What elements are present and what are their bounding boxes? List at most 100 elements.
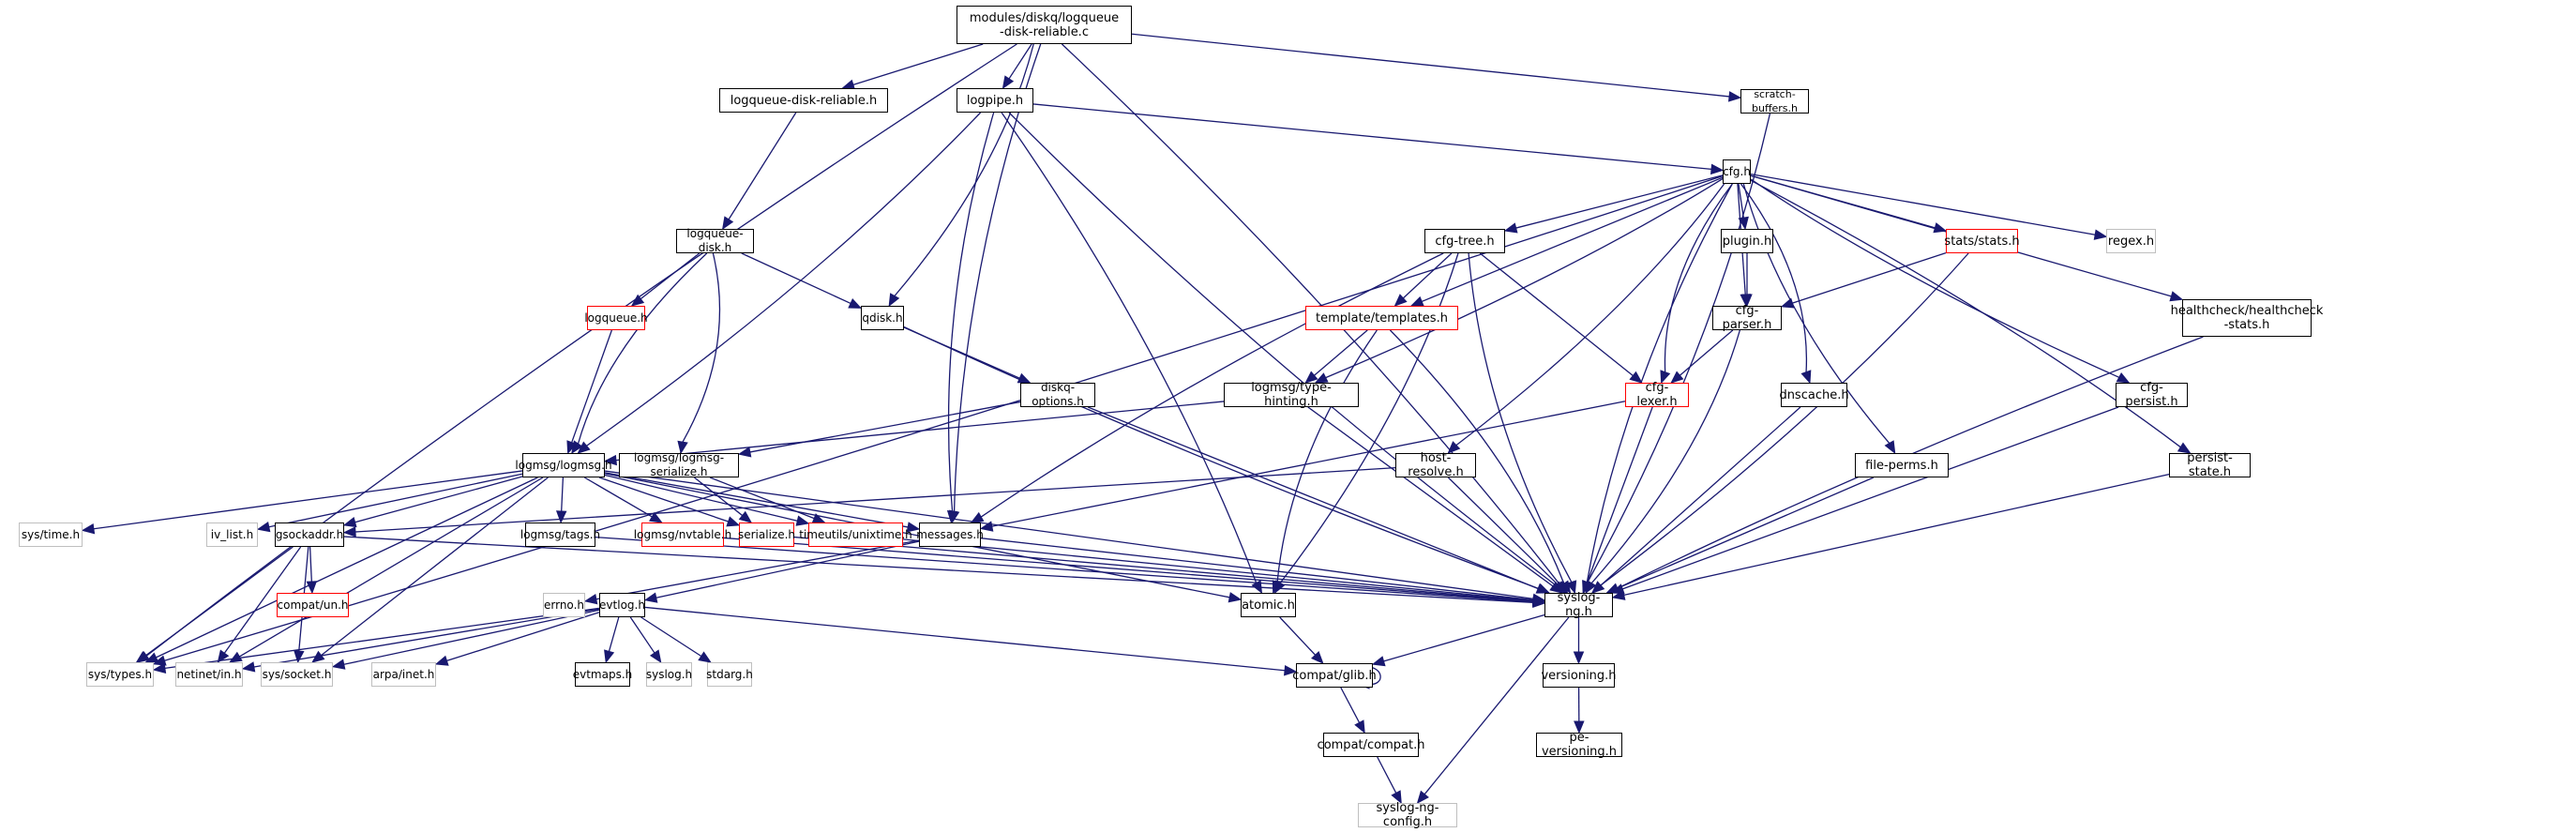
node-compat-glib-h[interactable]: compat/glib.h bbox=[1292, 663, 1377, 688]
edge-cfglexer-to-messages bbox=[979, 401, 1626, 532]
node-healthcheck-stats-h[interactable]: healthcheck/healthcheck -stats.h bbox=[2171, 299, 2323, 337]
arrowhead bbox=[604, 649, 615, 664]
node-template-templates-h[interactable]: template/templates.h bbox=[1305, 306, 1458, 330]
arrowhead bbox=[1304, 371, 1318, 384]
edge-logpipe-to-cfg bbox=[1032, 103, 1725, 175]
node-cfg-persist-h[interactable]: cfg-persist.h bbox=[2116, 381, 2188, 409]
edge-templates-to-typehint bbox=[1304, 329, 1368, 384]
edge-evtlog-to-systypes bbox=[152, 607, 600, 674]
node-logmsg-logmsg-h[interactable]: logmsg/logmsg.h bbox=[515, 453, 612, 477]
edge-logmsg-to-gsock bbox=[342, 476, 523, 528]
node-logpipe-h[interactable]: logpipe.h bbox=[957, 88, 1033, 113]
arrowhead bbox=[306, 581, 318, 595]
edge-cfg-to-plugin bbox=[1738, 183, 1749, 231]
edge-cfg-to-regex bbox=[1750, 173, 2108, 240]
edge-persist-to-syslogng bbox=[1611, 473, 2170, 600]
edge-root-to-messages bbox=[949, 43, 1042, 524]
edge-root-to-systypes bbox=[136, 43, 1017, 663]
node-evtlog-h[interactable]: evtlog.h bbox=[599, 593, 645, 617]
edge-logpipe-to-logmsg bbox=[577, 112, 982, 454]
node-syslog-ng-config-h: syslog-ng-config.h bbox=[1358, 801, 1457, 829]
node-compat-un-h[interactable]: compat/un.h bbox=[277, 593, 349, 617]
node-compat-compat-h[interactable]: compat/compat.h bbox=[1318, 733, 1424, 757]
edge-lqd-to-qdisk bbox=[741, 252, 863, 309]
arrowhead bbox=[630, 294, 645, 307]
edge-logmsg-to-atomic bbox=[604, 473, 1243, 603]
node-host-resolve-h[interactable]: host-resolve.h bbox=[1395, 451, 1476, 479]
node-persist-state-h[interactable]: persist-state.h bbox=[2169, 451, 2251, 479]
edge-root-to-lqdr bbox=[841, 43, 984, 90]
node-versioning-h[interactable]: versioning.h bbox=[1541, 663, 1617, 688]
arrowhead bbox=[1660, 370, 1671, 385]
arrowhead bbox=[241, 661, 256, 673]
arrowhead bbox=[1371, 656, 1386, 667]
edge-evtlog-to-arpainet bbox=[434, 612, 600, 666]
arrowhead bbox=[256, 522, 271, 533]
edge-logmsg-to-nvtable bbox=[583, 477, 663, 523]
edge-gsock-to-syslogng bbox=[343, 536, 1546, 609]
edge-fileperms-to-syslogng bbox=[1605, 477, 1875, 594]
edge-lqdr-to-lqd bbox=[721, 112, 797, 231]
arrowhead bbox=[1670, 371, 1684, 384]
node-cfg-lexer-h[interactable]: cfg-lexer.h bbox=[1625, 381, 1689, 409]
arrowhead bbox=[1391, 790, 1402, 805]
arrowhead bbox=[342, 517, 357, 528]
node-cfg-h[interactable]: cfg.h bbox=[1723, 159, 1751, 184]
node-sys-types-h: sys/types.h bbox=[86, 662, 154, 687]
node-logmsg-type-hinting-h[interactable]: logmsg/type-hinting.h bbox=[1224, 381, 1359, 409]
edge-root-to-scratch bbox=[1131, 33, 1742, 102]
node-logqueue-disk-h[interactable]: logqueue-disk.h bbox=[676, 227, 754, 254]
node-scratch-buffers-h[interactable]: scratch-buffers.h bbox=[1740, 88, 1809, 114]
edge-glib-to-compat bbox=[1340, 687, 1365, 735]
arrowhead bbox=[566, 440, 578, 455]
node-logmsg-nvtable-h[interactable]: logmsg/nvtable.h bbox=[634, 523, 731, 547]
edge-lqd-to-logqueue bbox=[630, 252, 700, 307]
node-messages-h[interactable]: messages.h bbox=[916, 523, 984, 547]
node-diskq-options-h[interactable]: diskq-options.h bbox=[1020, 381, 1095, 408]
edge-gsock-to-netinet bbox=[217, 546, 302, 664]
arrowhead bbox=[1738, 216, 1749, 231]
edge-cfg-to-typehint bbox=[1314, 177, 1724, 384]
node-cfg-parser-h[interactable]: cfg-parser.h bbox=[1712, 304, 1782, 332]
edge-cfg-to-hostres bbox=[1447, 183, 1725, 454]
node-qdisk-h[interactable]: qdisk.h bbox=[861, 306, 904, 330]
edge-logmsg-to-ivlist bbox=[256, 473, 523, 533]
node-pe-versioning-h[interactable]: pe-versioning.h bbox=[1536, 731, 1622, 759]
arrowhead bbox=[1573, 651, 1585, 665]
edge-cfg-to-dnscache bbox=[1740, 183, 1812, 385]
edge-lqd-to-lmserial bbox=[677, 252, 721, 455]
node-gsockaddr-h[interactable]: gsockaddr.h bbox=[275, 523, 344, 547]
node-evtmaps-h[interactable]: evtmaps.h bbox=[573, 662, 632, 687]
arrowhead bbox=[1566, 580, 1577, 595]
node-atomic-h[interactable]: atomic.h bbox=[1241, 593, 1296, 617]
arrowhead bbox=[643, 592, 658, 603]
node-dnscache-h[interactable]: dnscache.h bbox=[1779, 383, 1849, 407]
arrowhead bbox=[152, 655, 167, 666]
node-cfg-tree-h[interactable]: cfg-tree.h bbox=[1424, 229, 1505, 253]
node-iv-list-h: iv_list.h bbox=[206, 523, 258, 547]
arrowhead bbox=[1800, 370, 1812, 385]
node-errno-h: errno.h bbox=[543, 593, 585, 617]
edge-logpipe-to-atomic bbox=[1001, 112, 1263, 595]
arrowhead bbox=[906, 522, 921, 533]
node-logmsg-tags-h[interactable]: logmsg/tags.h bbox=[520, 523, 600, 547]
arrowhead bbox=[1314, 372, 1329, 384]
node-logqueue-h[interactable]: logqueue.h bbox=[584, 306, 648, 330]
node-syslog-ng-h[interactable]: syslog-ng.h bbox=[1544, 591, 1613, 619]
node-logmsg-serialize-h[interactable]: logmsg/logmsg-serialize.h bbox=[619, 451, 739, 478]
node-timeutils-unixtime-h[interactable]: timeutils/unixtime.h bbox=[799, 523, 912, 547]
node-stats-stats-h[interactable]: stats/stats.h bbox=[1944, 229, 2020, 253]
node-regex-h: regex.h bbox=[2106, 229, 2156, 253]
node-serialize-h[interactable]: serialize.h bbox=[738, 523, 795, 547]
arrowhead bbox=[1727, 91, 1742, 102]
edge-gsock-to-compatun bbox=[306, 546, 318, 595]
edge-root-to-logpipe bbox=[1002, 43, 1032, 90]
node-file-perms-h[interactable]: file-perms.h bbox=[1855, 453, 1949, 477]
arrowhead bbox=[555, 510, 567, 524]
node-plugin-h[interactable]: plugin.h bbox=[1721, 229, 1773, 253]
arrowhead bbox=[648, 511, 663, 523]
node-logqueue-disk-reliable-h[interactable]: logqueue-disk-reliable.h bbox=[719, 88, 888, 113]
arrowhead bbox=[1574, 720, 1585, 735]
arrowhead bbox=[434, 655, 449, 666]
